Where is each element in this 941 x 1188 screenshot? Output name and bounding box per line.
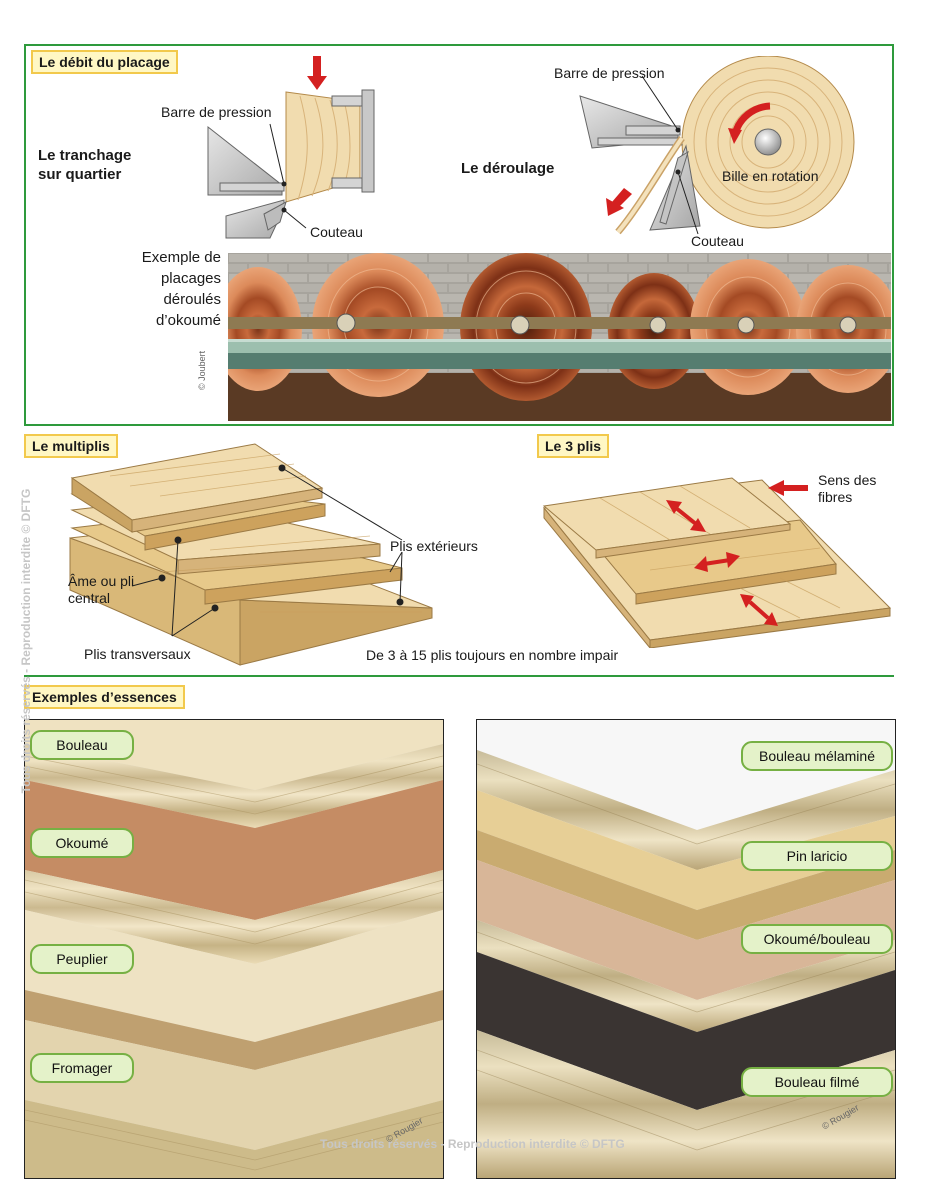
placage-title: Le débit du placage [31, 50, 178, 74]
deroulage-log-label: Bille en rotation [722, 168, 819, 184]
tranchage-title: Le tranchage sur quartier [38, 147, 132, 183]
multiplis-diagram [69, 443, 433, 666]
essence-label-okoume: Okoumé [30, 828, 134, 858]
trois-plis-title: Le 3 plis [537, 434, 610, 458]
deroulage-knife-label: Couteau [691, 233, 744, 249]
essence-label-bouleau-melamine: Bouleau mélaminé [741, 741, 893, 771]
grain-label: Sens des fibres [818, 472, 877, 505]
ply-count-note: De 3 à 15 plis toujours en nombre impair [366, 647, 619, 663]
photo-caption: Exemple de placages déroulés d’okoumé [141, 249, 221, 329]
core-ply-label: Âme ou pli central [68, 573, 135, 606]
outer-plies-label: Plis extérieurs [390, 538, 478, 554]
deroulage-diagram [579, 56, 855, 235]
essence-label-pin-laricio: Pin laricio [741, 841, 893, 871]
multiplis-title: Le multiplis [24, 434, 118, 458]
plywood-left-image [25, 720, 443, 1178]
cross-plies-label: Plis transversaux [84, 646, 191, 662]
veneer-rolls-photo [228, 253, 891, 421]
essence-label-bouleau: Bouleau [30, 730, 134, 760]
photo-credit: © Joubert [197, 350, 207, 390]
essences-photo-left [24, 719, 444, 1179]
side-watermark: Tous droits réservés - Reproduction inte… [19, 488, 33, 794]
section-divider [24, 675, 894, 677]
essence-label-bouleau-filme: Bouleau filmé [741, 1067, 893, 1097]
essences-title: Exemples d’essences [24, 685, 185, 709]
bottom-watermark: Tous droits réservés - Reproduction inte… [320, 1137, 625, 1151]
deroulage-title: Le déroulage [461, 160, 555, 177]
essence-label-fromager: Fromager [30, 1053, 134, 1083]
tranchage-knife-label: Couteau [310, 224, 363, 240]
placage-frame [24, 44, 894, 426]
deroulage-pressure-bar-label: Barre de pression [554, 65, 665, 81]
tranchage-pressure-bar-label: Barre de pression [161, 104, 272, 120]
tranchage-diagram [207, 56, 375, 239]
essence-label-okoume-bouleau: Okoumé/bouleau [741, 924, 893, 954]
trois-plis-diagram [542, 477, 892, 648]
essence-label-peuplier: Peuplier [30, 944, 134, 974]
grain-arrow-icon [768, 480, 808, 496]
plywood-right-image [477, 720, 895, 1178]
